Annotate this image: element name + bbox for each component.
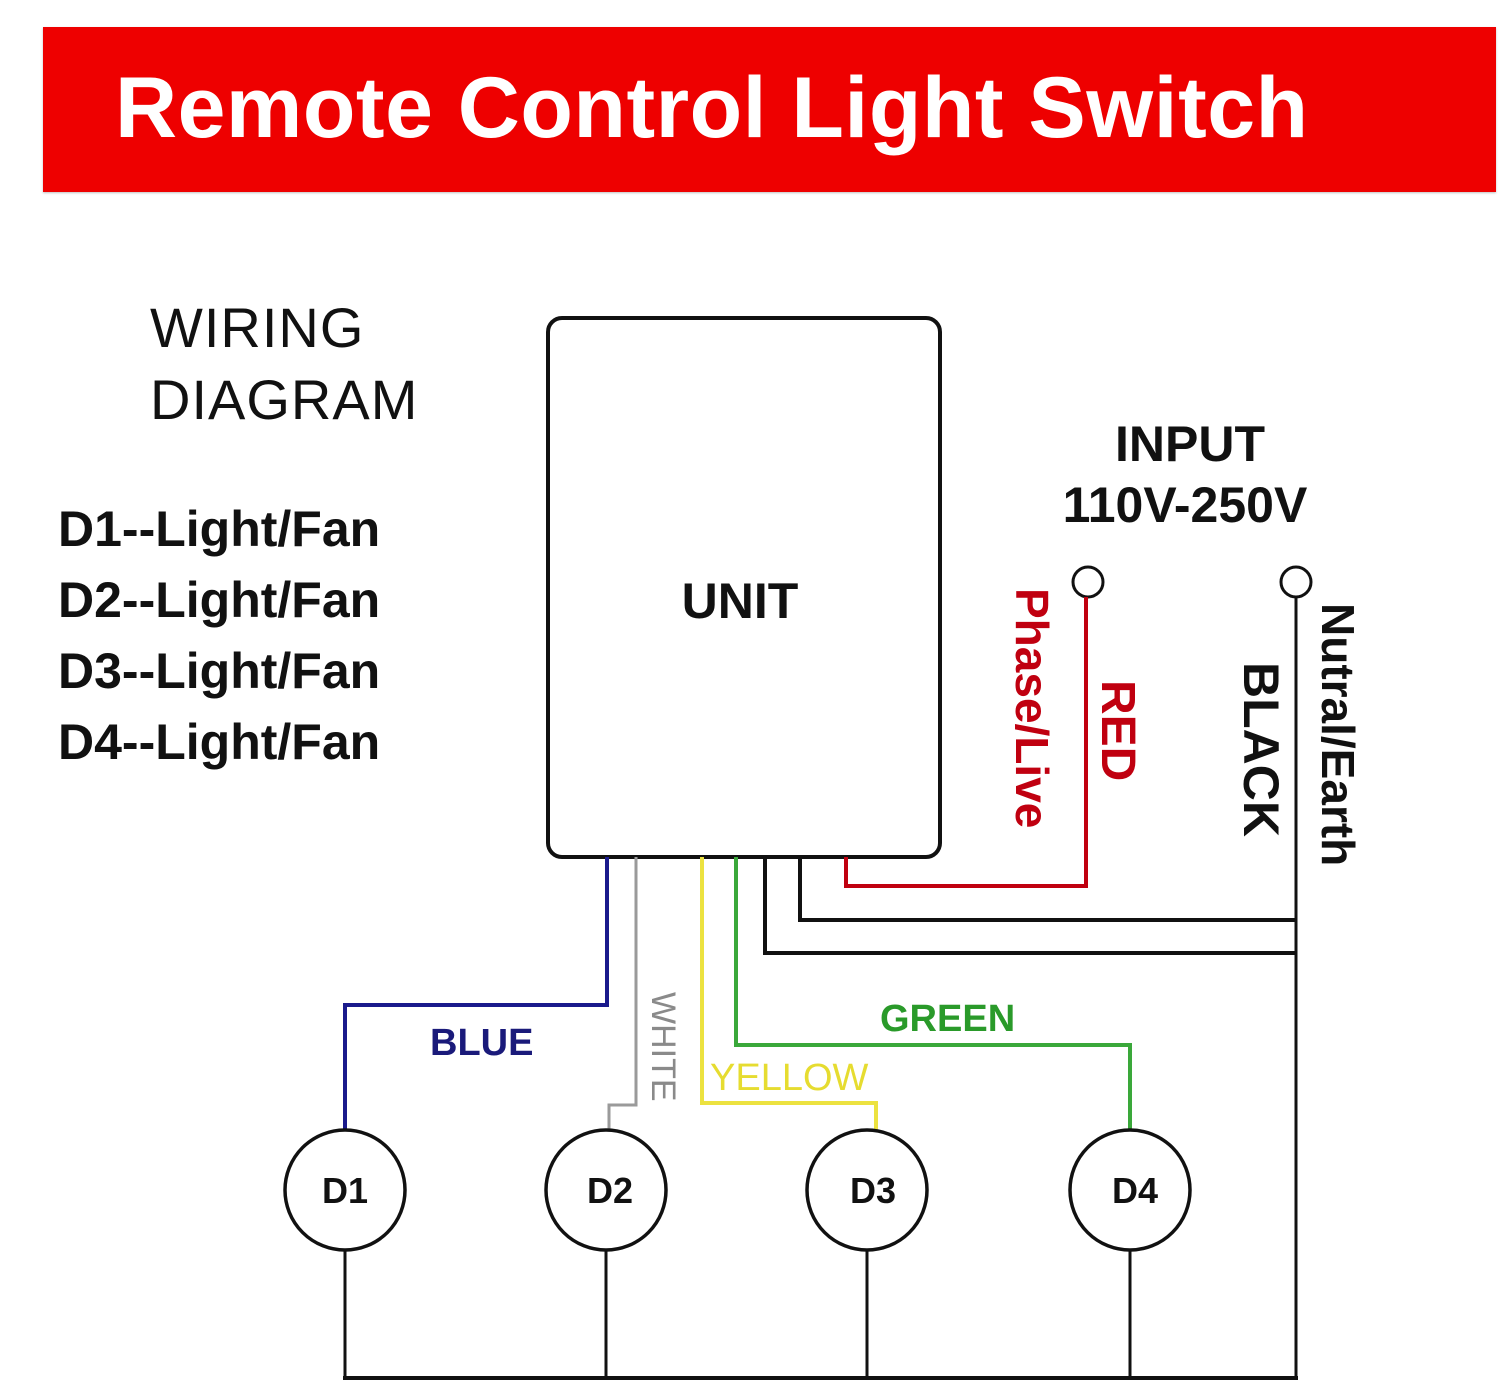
unit-box	[546, 316, 942, 859]
wire-red-live	[844, 597, 1088, 888]
legend-item-d2: D2--Light/Fan	[58, 572, 381, 628]
green-wire-label: GREEN	[880, 998, 1015, 1040]
diagram-title-line1: WIRING	[150, 296, 365, 359]
wire-blue	[343, 857, 609, 1130]
title-banner: Remote Control Light Switch	[43, 27, 1496, 192]
wire-yellow	[700, 857, 878, 1130]
load-legend: D1--Light/Fan D2--Light/Fan D3--Light/Fa…	[58, 494, 380, 778]
yellow-wire-label: YELLOW	[710, 1057, 869, 1099]
unit-label: UNIT	[682, 573, 799, 629]
load-d4-label: D4	[1112, 1170, 1158, 1211]
diagram-title-line2: DIAGRAM	[150, 368, 419, 431]
load-d4: D4	[1068, 1128, 1192, 1252]
load-d2: D2	[544, 1128, 668, 1252]
legend-item-d1: D1--Light/Fan	[58, 501, 381, 557]
live-color-label: RED	[1091, 680, 1144, 781]
legend-item-d4: D4--Light/Fan	[58, 714, 381, 770]
blue-wire-label: BLUE	[430, 1022, 533, 1064]
load-d1: D1	[283, 1128, 407, 1252]
wire-black-2	[763, 857, 1296, 955]
input-voltage: 110V-250V	[1063, 477, 1308, 533]
live-terminal	[1071, 565, 1105, 599]
white-wire-label: WHITE	[644, 992, 682, 1102]
neutral-function-label: Nutral/Earth	[1312, 603, 1364, 866]
load-d2-label: D2	[587, 1170, 633, 1211]
load-d3: D3	[805, 1128, 929, 1252]
legend-item-d3: D3--Light/Fan	[58, 643, 381, 699]
load-d1-label: D1	[322, 1170, 368, 1211]
diagram-title: WIRING DIAGRAM	[150, 292, 418, 436]
page-title: Remote Control Light Switch	[115, 60, 1309, 156]
live-function-label: Phase/Live	[1006, 588, 1058, 828]
wire-black-1	[798, 857, 1296, 922]
wire-green	[734, 857, 1132, 1130]
neutral-terminal	[1279, 565, 1313, 599]
neutral-color-label: BLACK	[1233, 662, 1289, 837]
wire-white	[607, 857, 638, 1130]
input-label: INPUT	[1115, 416, 1265, 472]
load-d3-label: D3	[850, 1170, 896, 1211]
